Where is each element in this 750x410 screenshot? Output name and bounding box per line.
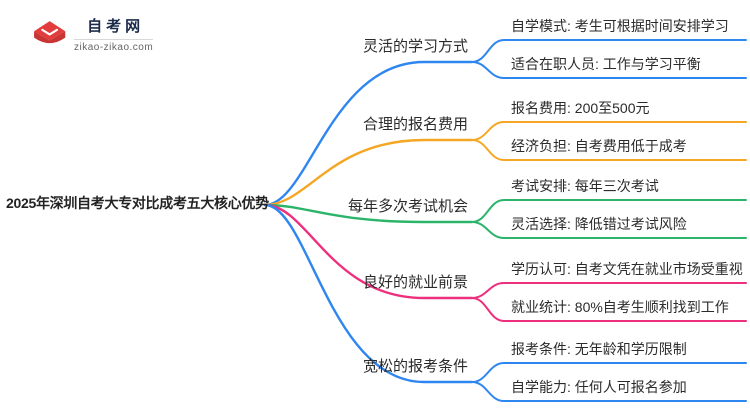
- branch-2-line: [263, 138, 474, 207]
- brand-name: 自考网: [74, 15, 154, 40]
- branch-3-label: 每年多次考试机会: [347, 198, 468, 215]
- central-topic: 2025年深圳自考大专对比成考五大核心优势: [6, 195, 269, 211]
- branch-2-leaf-2-line: [471, 139, 747, 161]
- brand-logo: 自考网 zikao-zikao.com: [24, 12, 154, 56]
- branch-2-leaf-1-line: [471, 121, 747, 141]
- branch-3-leaf-2-line: [471, 221, 747, 239]
- branch-5-leaf-1: 报考条件: 无年龄和学历限制: [511, 341, 687, 357]
- branch-5-leaf-2: 自学能力: 任何人可报名参加: [511, 379, 687, 395]
- branch-4-leaf-2-line: [471, 297, 747, 322]
- branch-1-leaf-1-line: [471, 39, 747, 63]
- branch-5-leaf-2-line: [471, 381, 747, 402]
- branch-1-leaf-2-line: [471, 61, 747, 79]
- branch-4-line: [263, 203, 474, 300]
- graduation-cap-icon: [33, 18, 66, 51]
- branch-5-leaf-1-line: [471, 362, 747, 383]
- branch-3-leaf-1: 考试安排: 每年三次考试: [511, 178, 659, 194]
- brand-domain: zikao-zikao.com: [74, 42, 154, 53]
- branch-2-leaf-2: 经济负担: 自考费用低于成考: [511, 138, 687, 154]
- branch-3-leaf-1-line: [471, 199, 747, 223]
- branch-1-label: 灵活的学习方式: [362, 38, 468, 55]
- branch-2-leaf-1: 报名费用: 200至500元: [511, 100, 650, 116]
- branch-5-line: [263, 203, 474, 384]
- branch-1-line: [263, 60, 474, 207]
- branch-1-leaf-2: 适合在职人员: 工作与学习平衡: [511, 56, 701, 72]
- branch-4-leaf-1: 学历认可: 自考文凭在就业市场受重视: [511, 261, 743, 277]
- branch-4-label: 良好的就业前景: [362, 274, 468, 291]
- branch-4-leaf-1-line: [471, 282, 747, 299]
- branch-3-line: [263, 203, 474, 224]
- branch-5-label: 宽松的报考条件: [362, 358, 468, 375]
- branch-1-leaf-1: 自学模式: 考生可根据时间安排学习: [511, 18, 729, 34]
- branch-2-label: 合理的报名费用: [362, 116, 468, 133]
- brand-text: 自考网 zikao-zikao.com: [74, 15, 154, 53]
- branch-4-leaf-2: 就业统计: 80%自考生顺利找到工作: [511, 299, 729, 315]
- branch-3-leaf-2: 灵活选择: 降低错过考试风险: [511, 216, 687, 232]
